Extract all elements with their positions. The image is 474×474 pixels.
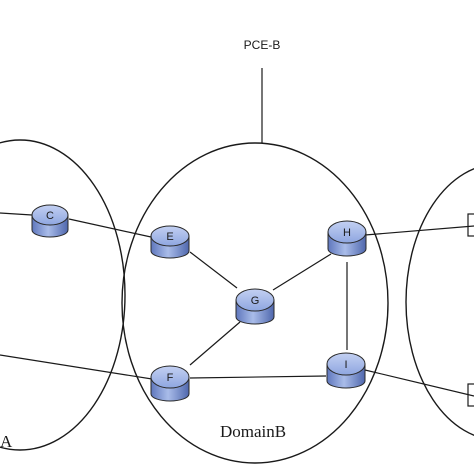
domain-a-label: A (0, 432, 13, 451)
link-i-right (364, 369, 474, 397)
router-g[interactable]: G (235, 288, 275, 325)
link-g-h (272, 253, 332, 291)
link-g-f (189, 321, 241, 366)
link-left-f (0, 354, 153, 380)
right-node-stub-bottom (467, 383, 474, 407)
link-c-e (68, 218, 152, 238)
router-c-label: C (46, 210, 54, 222)
router-i-label: I (344, 359, 347, 371)
router-e[interactable]: E (150, 225, 190, 259)
domain-c-ellipse (405, 168, 474, 436)
router-h-label: H (343, 227, 351, 239)
router-g-label: G (251, 295, 260, 307)
router-f-label: F (167, 372, 174, 384)
link-f-i (189, 375, 327, 379)
link-h-right (364, 225, 474, 236)
router-c[interactable]: C (31, 204, 69, 238)
link-c-left (0, 212, 33, 216)
domain-a-ellipse (0, 139, 126, 451)
domain-b-ellipse (121, 142, 389, 464)
router-e-label: E (166, 231, 173, 243)
router-f[interactable]: F (150, 365, 190, 402)
right-node-stub-top (467, 213, 474, 237)
link-e-g (189, 251, 238, 289)
router-h[interactable]: H (327, 220, 367, 257)
domain-b-label: DomainB (220, 422, 286, 441)
router-i[interactable]: I (326, 352, 366, 389)
pce-b-label: PCE-B (244, 38, 281, 52)
